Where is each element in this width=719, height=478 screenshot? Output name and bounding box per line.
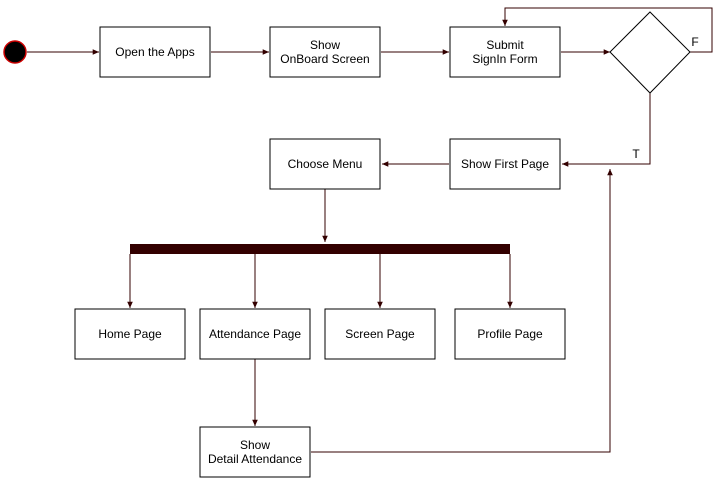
node-detail-attendance-label-line1: Show (240, 438, 270, 452)
fork-bar (130, 244, 510, 254)
node-choose-menu: Choose Menu (269, 138, 381, 190)
node-screen-page-label: Screen Page (345, 327, 415, 341)
node-submit-signin-label-line2: SignIn Form (472, 52, 537, 66)
node-show-detail-attendance: Show Detail Attendance (199, 426, 311, 478)
edge-decision-false-loop (502, 7, 713, 53)
node-attendance-page-label: Attendance Page (209, 327, 301, 341)
edge-decision-true (562, 93, 651, 167)
node-detail-attendance-label-line2: Detail Attendance (208, 452, 302, 466)
node-profile-page: Profile Page (454, 308, 566, 360)
node-home-page-label: Home Page (98, 327, 162, 341)
node-show-onboard-screen: Show OnBoard Screen (269, 26, 381, 78)
node-show-onboard-label-line2: OnBoard Screen (280, 52, 369, 66)
node-show-onboard-label-line1: Show (310, 38, 340, 52)
node-home-page: Home Page (74, 308, 186, 360)
node-show-first-page: Show First Page (449, 138, 561, 190)
node-choose-menu-label: Choose Menu (288, 157, 363, 171)
node-open-the-apps-label: Open the Apps (115, 45, 194, 59)
node-attendance-page: Attendance Page (199, 308, 311, 360)
node-profile-page-label: Profile Page (477, 327, 543, 341)
node-submit-signin-form: Submit SignIn Form (449, 26, 561, 78)
decision-diamond (609, 11, 691, 94)
node-submit-signin-label-line1: Submit (486, 38, 524, 52)
node-screen-page: Screen Page (324, 308, 436, 360)
decision-false-label: F (691, 35, 698, 49)
node-show-first-page-label: Show First Page (461, 157, 549, 171)
decision-true-label: T (632, 147, 640, 161)
node-open-the-apps: Open the Apps (99, 26, 211, 78)
start-node (3, 40, 27, 64)
edge-detail-to-firstpage (311, 169, 613, 453)
